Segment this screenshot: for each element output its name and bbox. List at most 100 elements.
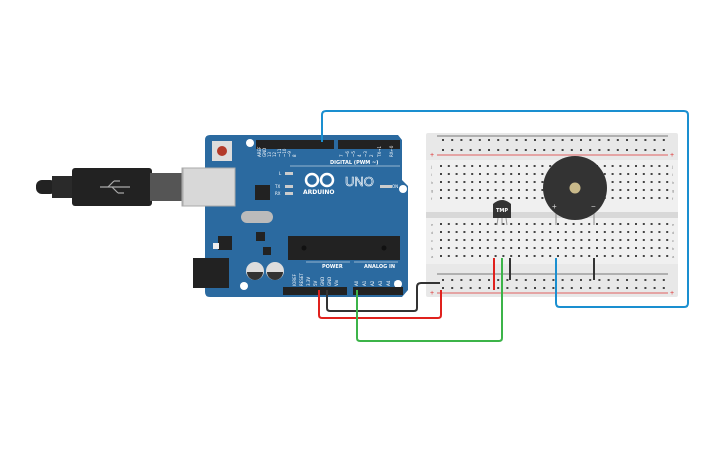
- terminal-hole[interactable]: [642, 173, 645, 175]
- rail-hole[interactable]: [580, 287, 582, 289]
- terminal-hole[interactable]: [611, 239, 614, 241]
- terminal-hole[interactable]: [502, 181, 505, 183]
- rail-hole[interactable]: [598, 149, 601, 151]
- terminal-hole[interactable]: [486, 181, 489, 183]
- terminal-hole[interactable]: [642, 223, 645, 225]
- terminal-hole[interactable]: [440, 197, 442, 199]
- terminal-hole[interactable]: [533, 181, 536, 183]
- terminal-hole[interactable]: [580, 239, 583, 241]
- rail-hole[interactable]: [506, 149, 509, 151]
- terminal-hole[interactable]: [603, 231, 606, 233]
- terminal-hole[interactable]: [525, 239, 528, 241]
- rail-hole[interactable]: [543, 139, 546, 141]
- rail-hole[interactable]: [644, 279, 647, 281]
- rail-hole[interactable]: [561, 279, 564, 281]
- terminal-hole[interactable]: [580, 223, 583, 225]
- terminal-hole[interactable]: [635, 181, 637, 183]
- terminal-hole[interactable]: [666, 173, 669, 175]
- terminal-hole[interactable]: [658, 231, 661, 233]
- terminal-hole[interactable]: [611, 223, 614, 225]
- terminal-hole[interactable]: [494, 231, 497, 233]
- rail-hole[interactable]: [589, 287, 592, 289]
- terminal-hole[interactable]: [479, 239, 481, 241]
- terminal-hole[interactable]: [471, 231, 474, 233]
- rail-hole[interactable]: [653, 139, 656, 141]
- terminal-hole[interactable]: [494, 197, 497, 199]
- rail-hole[interactable]: [488, 287, 490, 289]
- terminal-hole[interactable]: [635, 231, 637, 233]
- terminal-hole[interactable]: [471, 247, 474, 249]
- terminal-hole[interactable]: [588, 239, 591, 241]
- terminal-hole[interactable]: [541, 197, 544, 199]
- terminal-hole[interactable]: [471, 223, 474, 225]
- terminal-hole[interactable]: [619, 255, 622, 257]
- terminal-hole[interactable]: [564, 231, 567, 233]
- terminal-hole[interactable]: [440, 181, 442, 183]
- rail-hole[interactable]: [442, 139, 444, 141]
- rail-hole[interactable]: [607, 279, 610, 281]
- terminal-hole[interactable]: [650, 189, 653, 191]
- terminal-hole[interactable]: [486, 173, 489, 175]
- rail-hole[interactable]: [570, 149, 573, 151]
- rail-hole[interactable]: [580, 279, 582, 281]
- rail-hole[interactable]: [635, 279, 638, 281]
- terminal-hole[interactable]: [510, 173, 513, 175]
- terminal-hole[interactable]: [588, 223, 591, 225]
- terminal-hole[interactable]: [518, 173, 520, 175]
- terminal-hole[interactable]: [502, 231, 505, 233]
- terminal-hole[interactable]: [666, 239, 669, 241]
- terminal-hole[interactable]: [642, 247, 645, 249]
- rail-hole[interactable]: [534, 287, 536, 289]
- terminal-hole[interactable]: [650, 247, 653, 249]
- rail-hole[interactable]: [607, 287, 610, 289]
- rail-hole[interactable]: [662, 149, 665, 151]
- terminal-hole[interactable]: [635, 165, 637, 167]
- rail-hole[interactable]: [570, 279, 573, 281]
- rail-hole[interactable]: [534, 279, 536, 281]
- terminal-hole[interactable]: [557, 223, 559, 225]
- terminal-hole[interactable]: [541, 189, 544, 191]
- rail-hole[interactable]: [534, 149, 536, 151]
- rail-hole[interactable]: [478, 287, 481, 289]
- rail-hole[interactable]: [488, 149, 490, 151]
- terminal-hole[interactable]: [518, 197, 520, 199]
- terminal-hole[interactable]: [642, 197, 645, 199]
- terminal-hole[interactable]: [650, 231, 653, 233]
- wire-a0-to-sensor[interactable]: [356, 258, 503, 342]
- rail-hole[interactable]: [442, 279, 444, 281]
- terminal-hole[interactable]: [627, 197, 630, 199]
- terminal-hole[interactable]: [541, 173, 544, 175]
- terminal-hole[interactable]: [486, 255, 489, 257]
- terminal-hole[interactable]: [588, 247, 591, 249]
- terminal-hole[interactable]: [596, 255, 598, 257]
- terminal-hole[interactable]: [557, 255, 559, 257]
- terminal-hole[interactable]: [447, 239, 450, 241]
- rail-hole[interactable]: [442, 149, 444, 151]
- terminal-hole[interactable]: [658, 189, 661, 191]
- terminal-hole[interactable]: [557, 239, 559, 241]
- terminal-hole[interactable]: [486, 223, 489, 225]
- terminal-hole[interactable]: [658, 255, 661, 257]
- terminal-hole[interactable]: [440, 231, 442, 233]
- terminal-hole[interactable]: [564, 255, 567, 257]
- terminal-hole[interactable]: [486, 239, 489, 241]
- terminal-hole[interactable]: [494, 181, 497, 183]
- terminal-hole[interactable]: [580, 255, 583, 257]
- terminal-hole[interactable]: [635, 223, 637, 225]
- terminal-hole[interactable]: [455, 231, 458, 233]
- terminal-hole[interactable]: [510, 181, 513, 183]
- rail-hole[interactable]: [515, 287, 518, 289]
- rail-hole[interactable]: [644, 139, 647, 141]
- terminal-hole[interactable]: [479, 173, 481, 175]
- terminal-hole[interactable]: [658, 239, 661, 241]
- rail-hole[interactable]: [653, 149, 656, 151]
- terminal-hole[interactable]: [658, 173, 661, 175]
- terminal-hole[interactable]: [611, 197, 614, 199]
- terminal-hole[interactable]: [502, 189, 505, 191]
- terminal-hole[interactable]: [533, 173, 536, 175]
- terminal-hole[interactable]: [463, 223, 466, 225]
- terminal-hole[interactable]: [642, 239, 645, 241]
- wire-5v-to-rail[interactable]: [318, 290, 442, 319]
- terminal-hole[interactable]: [471, 189, 474, 191]
- rail-hole[interactable]: [580, 149, 582, 151]
